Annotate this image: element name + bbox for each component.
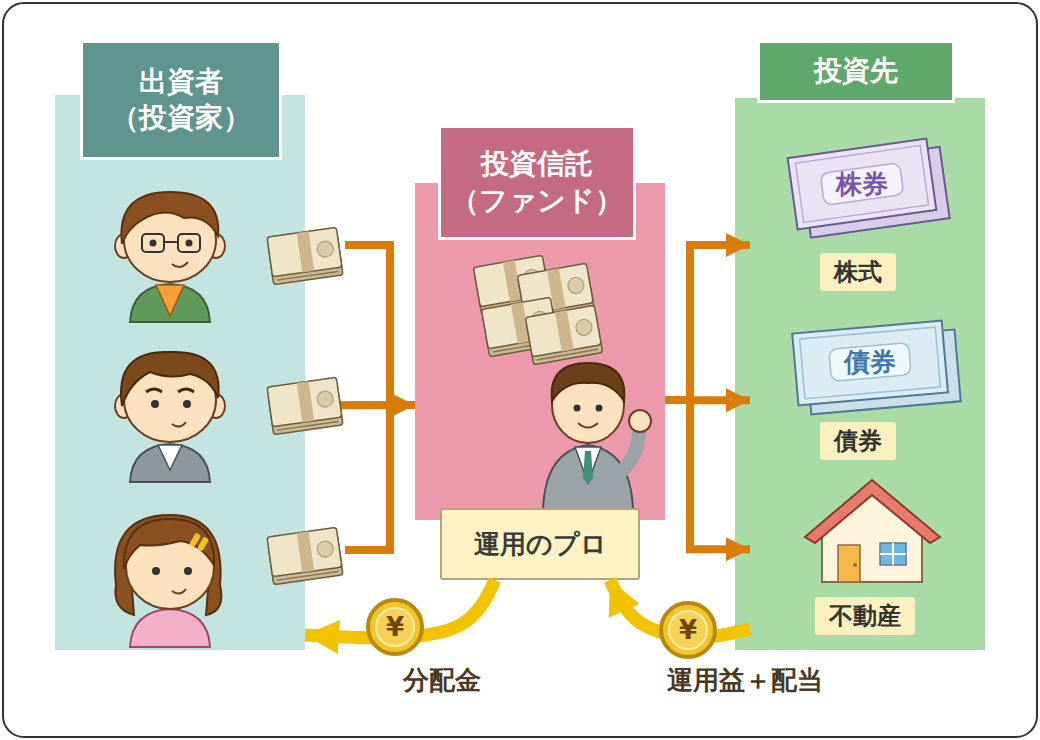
group-panel: 出資者 （投資家） [55, 95, 305, 650]
process-box: 運用のプロ [440, 508, 640, 580]
bond-certificate [800, 327, 941, 399]
yen-symbol: ¥ [386, 612, 404, 642]
investor-figure [142, 234, 164, 252]
connectors [305, 245, 750, 638]
banknote-stack [267, 527, 343, 584]
investor-art [55, 95, 305, 650]
panel-heading: 投資先 [757, 40, 955, 103]
investor-figure [115, 352, 225, 482]
flow-arrow [665, 400, 750, 549]
fund-manager-figure [543, 363, 651, 510]
stock-certificate [788, 139, 937, 230]
fund-manager-figure [574, 405, 581, 412]
bond-certificate [792, 321, 948, 406]
asset-item: 不動産 [750, 475, 955, 640]
fund-manager-figure [578, 423, 598, 428]
investor-figure [172, 422, 186, 427]
label-holder: ¥ [679, 615, 697, 645]
caption-label: 債券 [820, 422, 896, 460]
investor-figure [158, 445, 182, 470]
banknote-stack [473, 255, 602, 364]
edge-label: 分配金 [403, 663, 481, 698]
banknote-stack [267, 377, 343, 434]
bond-certificate [829, 343, 911, 382]
certificate-label: 債券 [844, 345, 896, 380]
investor-figure [150, 240, 157, 247]
house-icon [805, 480, 940, 582]
yen-coin [669, 611, 707, 649]
stock-certificate [820, 163, 904, 206]
investor-figure [115, 515, 221, 647]
fund-manager-figure [620, 431, 639, 473]
investor-figure [156, 285, 184, 316]
yen-coin [368, 600, 422, 654]
yen-symbol: ¥ [679, 615, 697, 645]
label-holder: 株券 [836, 167, 888, 202]
investor-figure [178, 234, 200, 252]
fund-manager-figure [552, 363, 625, 401]
asset-item: 株式 [750, 140, 955, 292]
investor-figure [152, 567, 160, 575]
certificate-label: 株券 [836, 167, 888, 202]
investor-figure [183, 400, 191, 408]
investor-figure [164, 241, 178, 243]
investor-figure [121, 352, 219, 406]
house-icon [822, 493, 922, 582]
stock-certificate [788, 137, 950, 239]
group-panel: 投資信託 （ファンド）運用のプロ [415, 183, 665, 520]
investor-figure [130, 609, 210, 647]
asset-item: 債券 [750, 315, 955, 462]
yen-coin [661, 603, 715, 657]
investor-figure [124, 519, 214, 569]
investor-figure [184, 567, 192, 575]
edge-label-holder: 分配金 [403, 663, 481, 698]
flow-arrow [665, 245, 750, 400]
edge-label-holder: 運用益＋配当 [667, 663, 823, 698]
banknote-stack [267, 227, 343, 584]
caption-label: 不動産 [815, 597, 915, 635]
box-label: 運用のプロ [474, 527, 607, 562]
fund-manager-figure [583, 451, 593, 485]
label-holder: 債券 [844, 345, 896, 380]
investor-figure [130, 284, 210, 322]
house-icon [853, 563, 857, 567]
investor-figure [146, 389, 194, 392]
panel-heading: 投資信託 （ファンド） [438, 125, 636, 240]
investor-figure [172, 589, 186, 594]
banknote-stack [525, 305, 602, 364]
investor-figure [121, 192, 218, 244]
merge-bracket [345, 245, 390, 550]
fund-manager-figure [596, 405, 603, 412]
bond-certificate [792, 320, 961, 416]
house-icon [838, 545, 860, 582]
banknote-stack [267, 227, 343, 284]
investor-figure [172, 262, 188, 267]
stock-certificate [795, 146, 928, 223]
fund-manager-figure [629, 410, 651, 432]
edge-label: 運用益＋配当 [667, 663, 823, 698]
investor-figure [130, 444, 210, 482]
caption-label: 株式 [820, 253, 896, 291]
investor-figure [115, 515, 221, 615]
house-icon [880, 543, 906, 565]
house-icon [805, 480, 940, 543]
yen-coin [368, 600, 715, 657]
investor-figure [115, 192, 225, 322]
panel-heading: 出資者 （投資家） [80, 40, 282, 160]
label-holder: ¥ [386, 612, 404, 642]
investor-figure [151, 400, 159, 408]
investor-figure [186, 240, 193, 247]
investor-figure [197, 536, 209, 551]
yen-coin [376, 608, 414, 646]
house-icon [880, 543, 906, 565]
